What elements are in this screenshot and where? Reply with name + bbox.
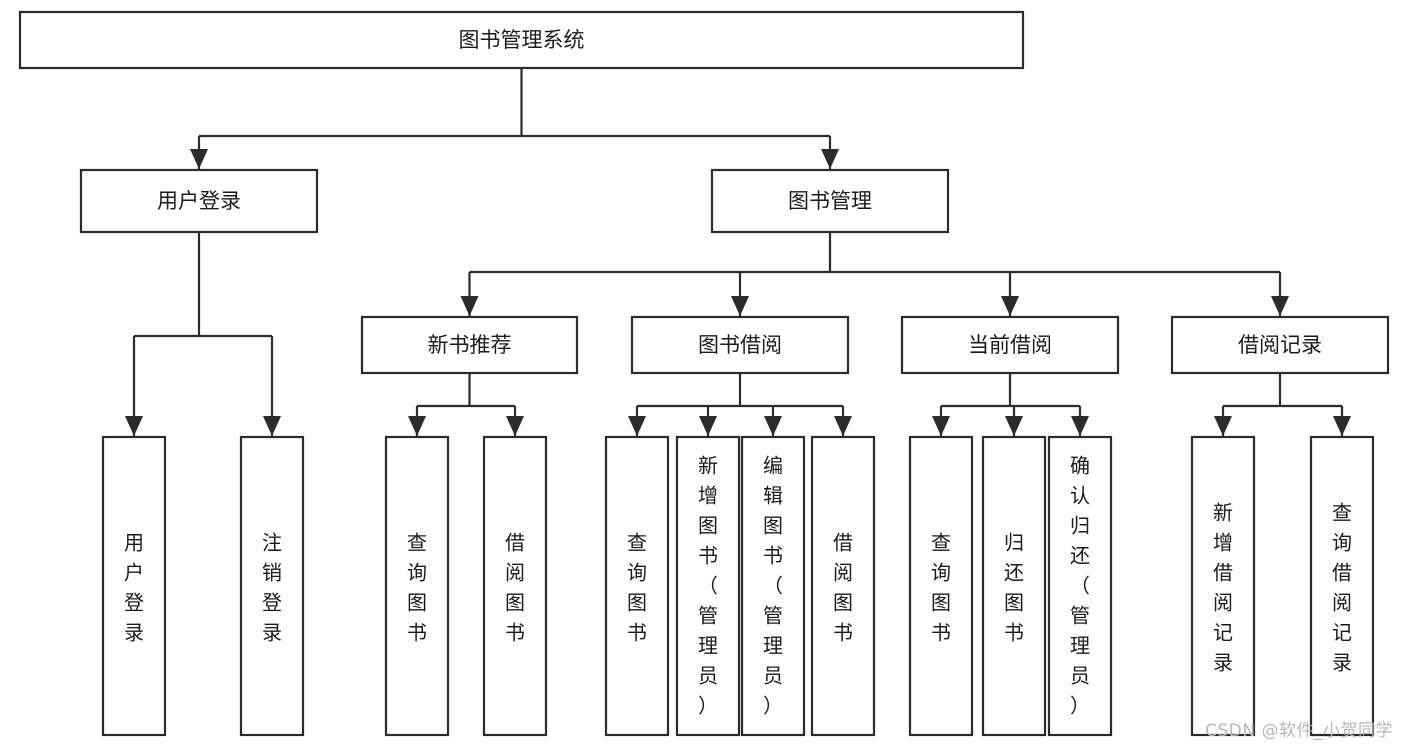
node-label-leaf-borrow-book-2: 借阅图书 — [833, 530, 853, 644]
book-borrow-arrow-1 — [699, 416, 717, 436]
node-box-leaf-logout-login — [239, 435, 305, 737]
node-box-leaf-borrow-book-2 — [810, 435, 876, 737]
node-box-leaf-add-borrow-record — [1190, 435, 1256, 737]
node-leaf-user-login[interactable]: 用户登录 — [101, 435, 167, 737]
node-label-book-management: 图书管理 — [788, 189, 872, 213]
node-leaf-logout-login[interactable]: 注销登录 — [239, 435, 305, 737]
node-leaf-add-book-admin[interactable]: 新增图书（管理员） — [675, 435, 741, 737]
node-box-leaf-edit-book-admin — [740, 435, 806, 737]
current-borrow-arrow-1 — [1005, 416, 1023, 436]
node-leaf-query-book-1[interactable]: 查询图书 — [384, 435, 450, 737]
connector-lines-group — [125, 68, 1351, 436]
node-label-leaf-logout-login: 注销登录 — [262, 530, 282, 644]
node-leaf-edit-book-admin[interactable]: 编辑图书（管理员） — [740, 435, 806, 737]
node-borrow-record[interactable]: 借阅记录 — [1170, 315, 1390, 375]
node-label-new-book-recommend: 新书推荐 — [428, 333, 512, 357]
node-box-leaf-query-book-2 — [604, 435, 670, 737]
borrow-record-arrow-0 — [1214, 416, 1232, 436]
node-box-leaf-add-book-admin — [675, 435, 741, 737]
node-label-root: 图书管理系统 — [459, 28, 585, 52]
book-borrow-arrow-3 — [834, 416, 852, 436]
node-box-user-login — [79, 168, 319, 234]
node-leaf-confirm-return-admin[interactable]: 确认归还（管理员） — [1047, 435, 1113, 737]
node-label-leaf-query-book-1: 查询图书 — [407, 530, 427, 644]
node-box-leaf-query-book-1 — [384, 435, 450, 737]
borrow-record-arrow-1 — [1333, 416, 1351, 436]
node-box-book-management — [710, 168, 950, 234]
node-box-leaf-user-login — [101, 435, 167, 737]
node-label-leaf-add-borrow-record: 新增借阅记录 — [1213, 500, 1233, 674]
book-management-arrow-0 — [460, 296, 479, 316]
node-label-borrow-record: 借阅记录 — [1238, 333, 1322, 357]
root-arrow-0 — [190, 149, 208, 169]
node-box-leaf-borrow-book-1 — [482, 435, 548, 737]
node-leaf-borrow-book-2[interactable]: 借阅图书 — [810, 435, 876, 737]
node-box-borrow-record — [1170, 315, 1390, 375]
node-label-current-borrow: 当前借阅 — [968, 333, 1052, 357]
node-label-leaf-user-login: 用户登录 — [124, 530, 144, 644]
node-box-book-borrow — [630, 315, 850, 375]
node-box-leaf-return-book — [981, 435, 1047, 737]
node-label-leaf-query-book-3: 查询图书 — [931, 530, 951, 644]
node-leaf-borrow-book-1[interactable]: 借阅图书 — [482, 435, 548, 737]
node-book-borrow[interactable]: 图书借阅 — [630, 315, 850, 375]
node-label-leaf-borrow-book-1: 借阅图书 — [505, 530, 525, 644]
book-borrow-arrow-0 — [628, 416, 646, 436]
book-management-arrow-1 — [731, 296, 749, 316]
root-arrow-1 — [821, 149, 839, 169]
node-label-user-login: 用户登录 — [157, 189, 241, 213]
new-book-recommend-arrow-1 — [506, 416, 524, 436]
book-management-arrow-2 — [1001, 296, 1019, 316]
new-book-recommend-arrow-0 — [408, 416, 426, 436]
node-boxes-group: 图书管理系统用户登录图书管理新书推荐图书借阅当前借阅借阅记录用户登录注销登录查询… — [18, 10, 1390, 737]
current-borrow-arrow-2 — [1071, 416, 1089, 436]
node-new-book-recommend[interactable]: 新书推荐 — [360, 315, 579, 375]
node-leaf-query-book-2[interactable]: 查询图书 — [604, 435, 670, 737]
node-box-root — [18, 10, 1025, 70]
node-label-leaf-edit-book-admin: 编辑图书（管理员） — [763, 453, 783, 717]
node-box-new-book-recommend — [360, 315, 579, 375]
user-login-arrow-0 — [125, 416, 143, 436]
node-user-login[interactable]: 用户登录 — [79, 168, 319, 234]
node-box-current-borrow — [900, 315, 1120, 375]
user-login-arrow-1 — [263, 416, 281, 436]
node-label-book-borrow: 图书借阅 — [698, 333, 782, 357]
node-label-leaf-query-borrow-record: 查询借阅记录 — [1332, 500, 1352, 674]
node-leaf-return-book[interactable]: 归还图书 — [981, 435, 1047, 737]
node-book-management[interactable]: 图书管理 — [710, 168, 950, 234]
node-leaf-query-book-3[interactable]: 查询图书 — [908, 435, 974, 737]
node-leaf-query-borrow-record[interactable]: 查询借阅记录 — [1309, 435, 1375, 737]
node-current-borrow[interactable]: 当前借阅 — [900, 315, 1120, 375]
node-label-leaf-add-book-admin: 新增图书（管理员） — [698, 453, 718, 717]
current-borrow-arrow-0 — [932, 416, 950, 436]
node-box-leaf-query-borrow-record — [1309, 435, 1375, 737]
node-root[interactable]: 图书管理系统 — [18, 10, 1025, 70]
node-label-leaf-query-book-2: 查询图书 — [627, 530, 647, 644]
node-box-leaf-query-book-3 — [908, 435, 974, 737]
node-label-leaf-confirm-return-admin: 确认归还（管理员） — [1070, 453, 1090, 717]
node-leaf-add-borrow-record[interactable]: 新增借阅记录 — [1190, 435, 1256, 737]
book-management-arrow-3 — [1271, 296, 1289, 316]
book-borrow-arrow-2 — [764, 416, 782, 436]
node-box-leaf-confirm-return-admin — [1047, 435, 1113, 737]
node-label-leaf-return-book: 归还图书 — [1004, 530, 1024, 644]
